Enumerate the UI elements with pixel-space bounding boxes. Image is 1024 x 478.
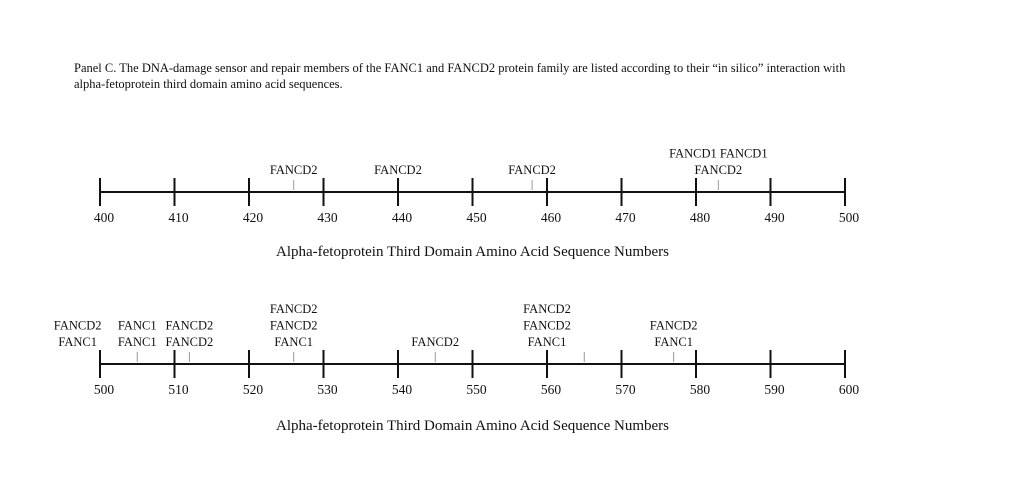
protein-label: FANCD2 <box>270 163 318 177</box>
tick-label: 550 <box>466 382 487 397</box>
protein-label: FANC1 <box>118 319 157 333</box>
protein-label: FANCD2 <box>523 319 571 333</box>
tick-label: 450 <box>466 210 487 225</box>
protein-label: FANCD2 <box>650 319 698 333</box>
tick-label: 500 <box>94 382 115 397</box>
tick-label: 560 <box>541 382 562 397</box>
protein-label: FANCD2 <box>166 335 214 349</box>
protein-label: FANC1 <box>528 335 567 349</box>
tick-label: 520 <box>243 382 264 397</box>
tick-label: 540 <box>392 382 413 397</box>
caption-line-2: alpha-fetoprotein third domain amino aci… <box>74 77 343 91</box>
protein-label: FANCD2 <box>374 163 422 177</box>
protein-label: FANCD2 <box>523 302 571 316</box>
protein-label: FANCD2 <box>508 163 556 177</box>
tick-label: 480 <box>690 210 711 225</box>
tick-label: 590 <box>764 382 785 397</box>
tick-label: 460 <box>541 210 562 225</box>
axis-title: Alpha-fetoprotein Third Domain Amino Aci… <box>276 418 669 434</box>
caption-line-1: Panel C. The DNA-damage sensor and repai… <box>74 61 846 75</box>
tick-label: 570 <box>615 382 636 397</box>
tick-label: 580 <box>690 382 711 397</box>
protein-label: FANC1 <box>58 335 97 349</box>
tick-label: 410 <box>168 210 189 225</box>
protein-label: FANCD2 <box>411 335 459 349</box>
tick-label: 500 <box>839 210 860 225</box>
protein-label: FANC1 <box>118 335 157 349</box>
tick-label: 430 <box>317 210 338 225</box>
protein-label: FANCD1 FANCD1 <box>669 147 768 161</box>
protein-label: FANCD2 <box>270 319 318 333</box>
tick-label: 440 <box>392 210 413 225</box>
tick-label: 490 <box>764 210 785 225</box>
tick-label: 420 <box>243 210 264 225</box>
protein-label: FANC1 <box>274 335 313 349</box>
tick-label: 600 <box>839 382 860 397</box>
protein-label: FANCD2 <box>694 163 742 177</box>
axis-title: Alpha-fetoprotein Third Domain Amino Aci… <box>276 244 669 260</box>
tick-label: 530 <box>317 382 338 397</box>
figure-caption: Panel C. The DNA-damage sensor and repai… <box>74 60 934 92</box>
tick-label: 470 <box>615 210 636 225</box>
protein-label: FANC1 <box>654 335 693 349</box>
protein-label: FANCD2 <box>166 319 214 333</box>
protein-label: FANCD2 <box>270 302 318 316</box>
tick-label: 510 <box>168 382 189 397</box>
protein-label: FANCD2 <box>54 319 102 333</box>
tick-label: 400 <box>94 210 115 225</box>
